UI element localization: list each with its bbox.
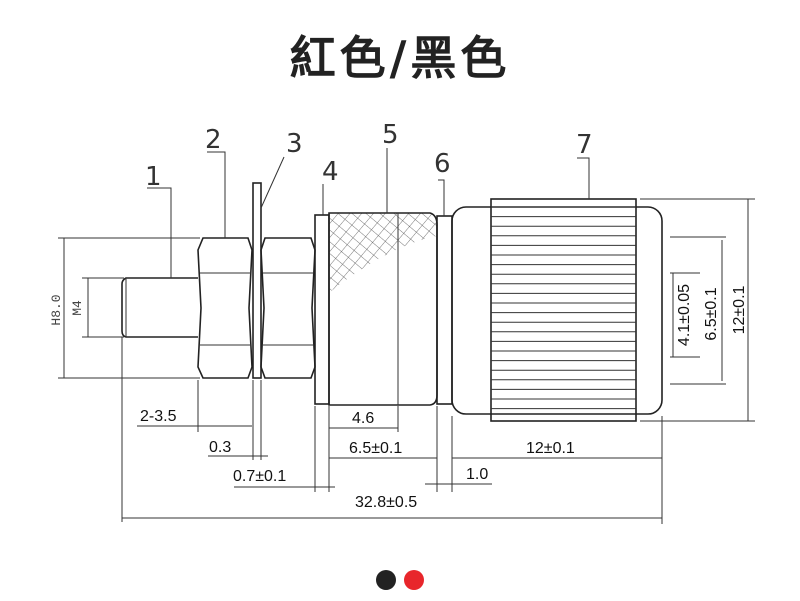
ring [436,215,453,405]
dim-stud: 2-3.5 [140,408,177,425]
body [328,212,438,406]
left-dimension-lines [58,237,200,379]
leader-lines [147,148,590,278]
dim-body-knurl: 4.6 [352,410,374,427]
part-label-4: 4 [322,157,339,187]
dim-cap: 12±0.1 [526,440,575,457]
dim-inner: 6.5±0.1 [703,287,720,340]
dim-ring: 1.0 [466,466,488,483]
cap [451,198,663,422]
dim-gap: 0.3 [209,439,231,456]
right-dimension-lines [640,198,755,422]
dim-outer: 12±0.1 [731,285,748,334]
dim-hole: 4.1±0.05 [676,284,693,346]
threaded-stud [121,277,198,338]
dim-hex-size: H8.0 [49,294,64,325]
part-label-6: 6 [434,149,451,179]
dim-total: 32.8±0.5 [355,494,417,511]
part-label-2: 2 [205,125,222,155]
knurl-lines [491,206,636,410]
part-label-1: 1 [145,162,162,192]
dimension-lines [122,425,662,519]
flange [314,214,330,405]
dim-thread: M4 [70,300,85,316]
extension-lines [121,337,663,524]
washer [252,182,262,379]
nut-1 [197,237,253,379]
nut-2 [260,237,316,379]
part-label-7: 7 [576,130,593,160]
dim-body: 6.5±0.1 [349,440,402,457]
color-swatch-black[interactable] [376,570,396,590]
page-title: 紅色/黑色 [289,31,511,85]
part-label-5: 5 [382,120,399,150]
dim-washer: 0.7±0.1 [233,468,286,485]
color-swatch-red[interactable] [404,570,424,590]
part-label-3: 3 [286,129,303,159]
